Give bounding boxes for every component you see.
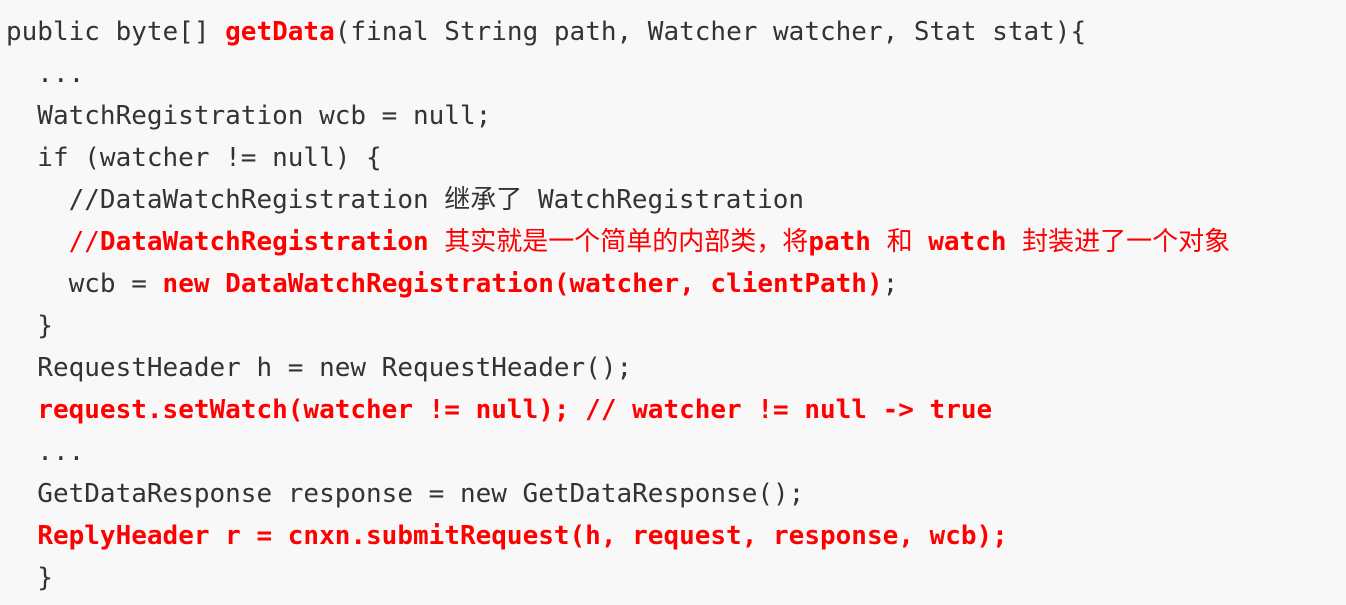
code-segment: wcb =	[6, 269, 163, 299]
code-segment: request.setWatch(watcher != null); // wa…	[37, 395, 993, 425]
code-segment: }	[6, 563, 53, 593]
code-segment: ...	[6, 437, 85, 467]
code-segment: if (watcher != null) {	[6, 143, 382, 173]
code-segment: public byte[]	[6, 17, 226, 47]
code-line: ...	[6, 53, 84, 95]
code-segment: (final String path, Watcher watcher, Sta…	[334, 17, 1087, 47]
code-segment: WatchRegistration wcb = null;	[6, 101, 492, 131]
code-line: GetDataResponse response = new GetDataRe…	[6, 473, 804, 515]
code-line: wcb = new DataWatchRegistration(watcher,…	[6, 263, 899, 305]
code-segment: DataWatchRegistration	[99, 227, 429, 257]
code-segment: path	[808, 227, 871, 257]
code-line: WatchRegistration wcb = null;	[6, 95, 491, 137]
code-segment: //	[6, 227, 100, 257]
code-segment: GetDataResponse response = new GetDataRe…	[6, 479, 805, 509]
code-segment: ;	[882, 269, 899, 299]
code-segment: watch	[928, 227, 1007, 257]
code-segment	[6, 521, 37, 551]
code-line: }	[6, 557, 53, 599]
code-segment	[6, 395, 37, 425]
code-segment: }	[6, 311, 53, 341]
code-segment: RequestHeader h = new RequestHeader();	[6, 353, 633, 383]
code-segment: getData	[225, 17, 335, 47]
code-line: request.setWatch(watcher != null); // wa…	[6, 389, 992, 431]
code-line: ...	[6, 431, 84, 473]
code-segment: 封装进了一个对象	[1006, 227, 1231, 257]
code-segment: ...	[6, 59, 85, 89]
code-segment: ReplyHeader r = cnxn.submitRequest(h, re…	[37, 521, 1008, 551]
code-segment: 其实就是一个简单的内部类，将	[428, 227, 809, 257]
code-segment: new DataWatchRegistration(watcher, clien…	[162, 269, 883, 299]
code-segment: //DataWatchRegistration 继承了 WatchRegistr…	[6, 185, 805, 215]
code-segment: 和	[870, 227, 929, 257]
code-line: }	[6, 305, 53, 347]
code-line: ReplyHeader r = cnxn.submitRequest(h, re…	[6, 515, 1008, 557]
code-line: if (watcher != null) {	[6, 137, 382, 179]
code-line: //DataWatchRegistration 继承了 WatchRegistr…	[6, 179, 804, 221]
code-line: RequestHeader h = new RequestHeader();	[6, 347, 632, 389]
code-line: //DataWatchRegistration 其实就是一个简单的内部类，将pa…	[6, 221, 1231, 263]
code-line: public byte[] getData(final String path,…	[6, 11, 1086, 53]
